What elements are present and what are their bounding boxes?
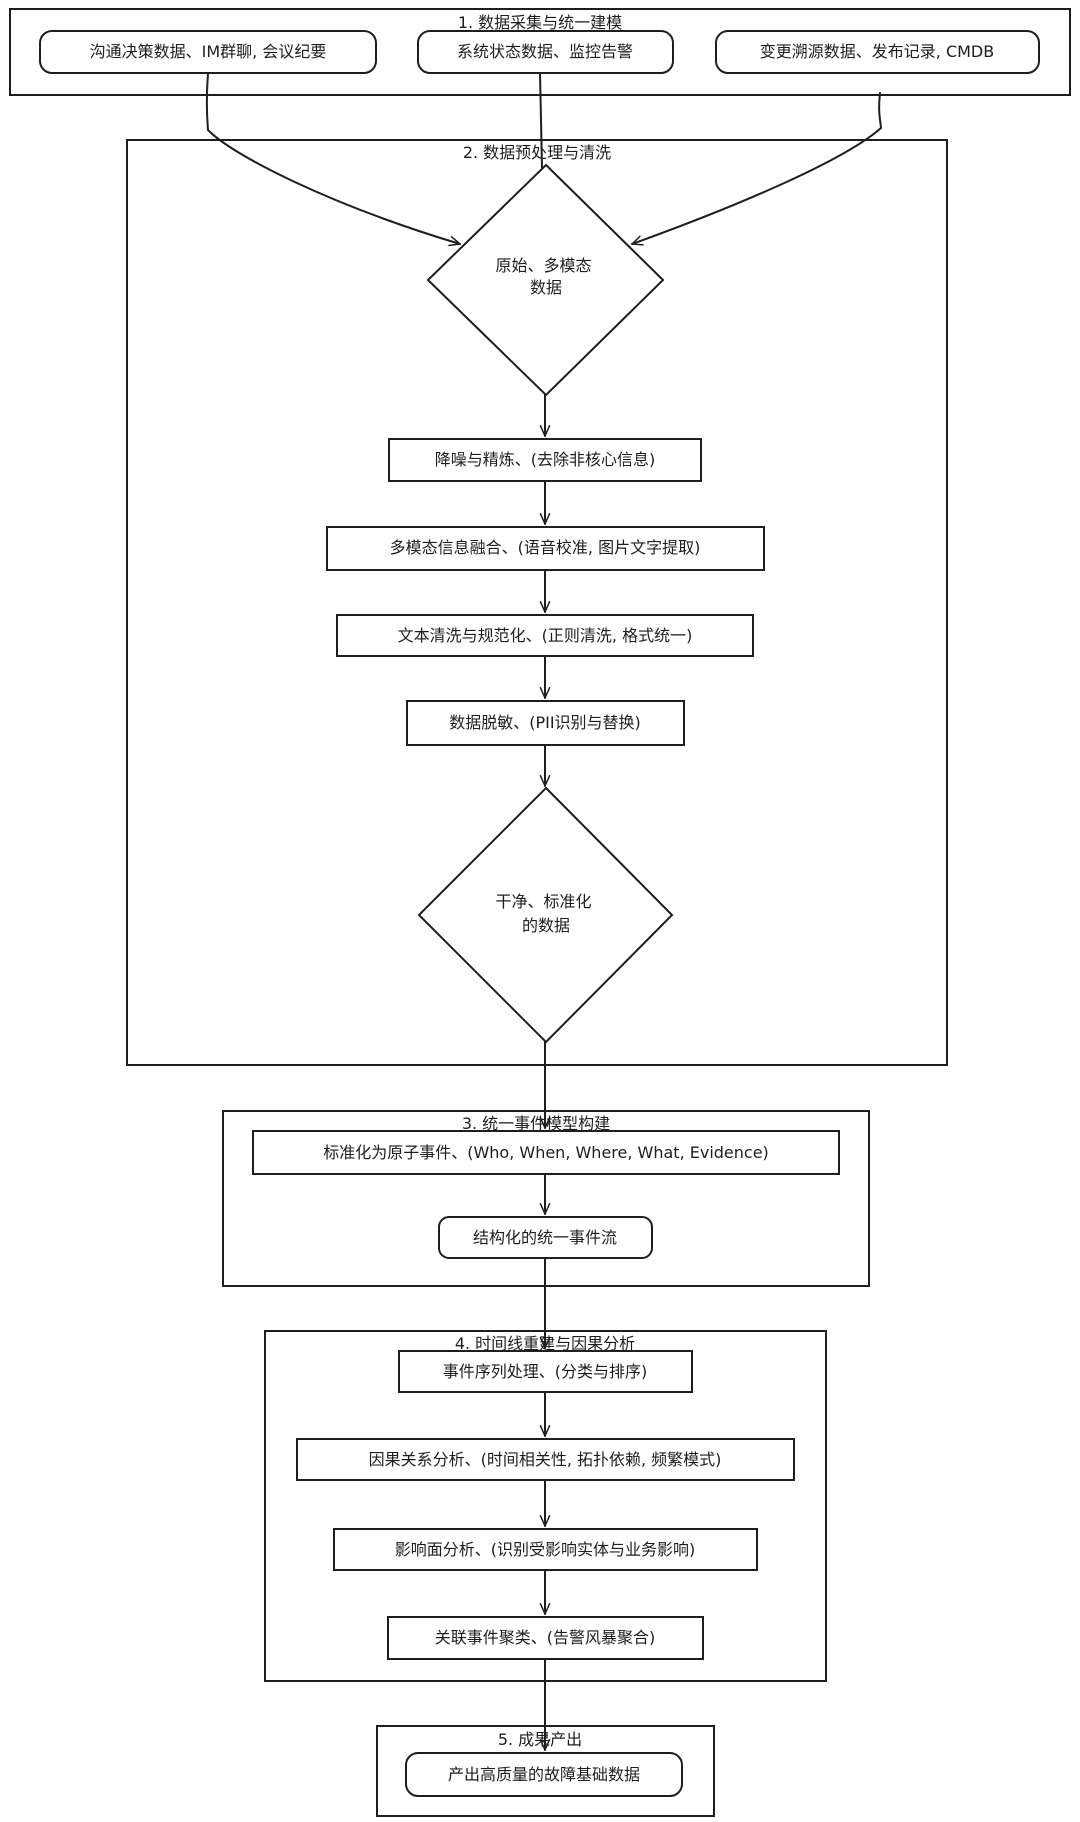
node-atomic-events: 标准化为原子事件、(Who, When, Where, What, Eviden… — [252, 1130, 840, 1175]
node-change-data: 变更溯源数据、发布记录, CMDB — [715, 30, 1040, 74]
node-raw-data-line-2: 数据 — [530, 278, 562, 297]
node-sequence-label: 事件序列处理、(分类与排序) — [443, 1362, 648, 1381]
node-causal-label: 因果关系分析、(时间相关性, 拓扑依赖, 频繁模式) — [369, 1450, 722, 1469]
stage-2-frame — [126, 139, 948, 1066]
node-clean-data: 干净、标准化 的数据 — [417, 786, 674, 1044]
node-raw-data-line-1: 原始、多模态 — [495, 256, 591, 275]
node-change-data-label: 变更溯源数据、发布记录, CMDB — [760, 42, 994, 61]
node-fusion: 多模态信息融合、(语音校准, 图片文字提取) — [326, 526, 765, 571]
node-denoise: 降噪与精炼、(去除非核心信息) — [388, 438, 702, 482]
node-data-masking-label: 数据脱敏、(PII识别与替换) — [449, 713, 641, 732]
node-denoise-label: 降噪与精炼、(去除非核心信息) — [435, 450, 656, 469]
node-atomic-events-label: 标准化为原子事件、(Who, When, Where, What, Eviden… — [323, 1143, 769, 1162]
stage-5-title: 5. 成果产出 — [498, 1730, 582, 1749]
node-output: 产出高质量的故障基础数据 — [405, 1752, 683, 1797]
node-text-clean-label: 文本清洗与规范化、(正则清洗, 格式统一) — [398, 626, 693, 645]
node-clean-data-line-2: 的数据 — [522, 916, 570, 935]
node-raw-data-label: 原始、多模态 数据 — [495, 256, 596, 297]
stage-4-title: 4. 时间线重建与因果分析 — [455, 1334, 635, 1353]
stage-1-title: 1. 数据采集与统一建模 — [458, 13, 622, 32]
node-sequence: 事件序列处理、(分类与排序) — [398, 1350, 693, 1393]
node-comm-data: 沟通决策数据、IM群聊, 会议纪要 — [39, 30, 377, 74]
edge-system-to-raw — [539, 72, 543, 169]
node-event-stream: 结构化的统一事件流 — [438, 1216, 653, 1259]
node-raw-data: 原始、多模态 数据 — [426, 163, 665, 397]
node-text-clean: 文本清洗与规范化、(正则清洗, 格式统一) — [336, 614, 754, 657]
node-cluster-label: 关联事件聚类、(告警风暴聚合) — [435, 1628, 656, 1647]
stage-3-title: 3. 统一事件模型构建 — [462, 1114, 610, 1133]
edge-change-to-raw — [631, 92, 882, 244]
node-clean-data-line-1: 干净、标准化 — [495, 892, 591, 911]
edge-comm-to-raw — [205, 72, 461, 244]
node-system-data: 系统状态数据、监控告警 — [417, 30, 674, 74]
node-impact: 影响面分析、(识别受影响实体与业务影响) — [333, 1528, 758, 1571]
node-data-masking: 数据脱敏、(PII识别与替换) — [406, 700, 685, 746]
node-cluster: 关联事件聚类、(告警风暴聚合) — [387, 1616, 704, 1660]
node-clean-data-label: 干净、标准化 的数据 — [495, 892, 596, 935]
stage-2-title: 2. 数据预处理与清洗 — [463, 143, 611, 162]
node-causal: 因果关系分析、(时间相关性, 拓扑依赖, 频繁模式) — [296, 1438, 795, 1481]
node-comm-data-label: 沟通决策数据、IM群聊, 会议纪要 — [90, 42, 327, 61]
node-event-stream-label: 结构化的统一事件流 — [473, 1228, 617, 1247]
node-output-label: 产出高质量的故障基础数据 — [448, 1765, 640, 1784]
node-fusion-label: 多模态信息融合、(语音校准, 图片文字提取) — [390, 538, 701, 557]
node-impact-label: 影响面分析、(识别受影响实体与业务影响) — [395, 1540, 696, 1559]
edges — [205, 72, 882, 1751]
node-system-data-label: 系统状态数据、监控告警 — [457, 42, 633, 61]
